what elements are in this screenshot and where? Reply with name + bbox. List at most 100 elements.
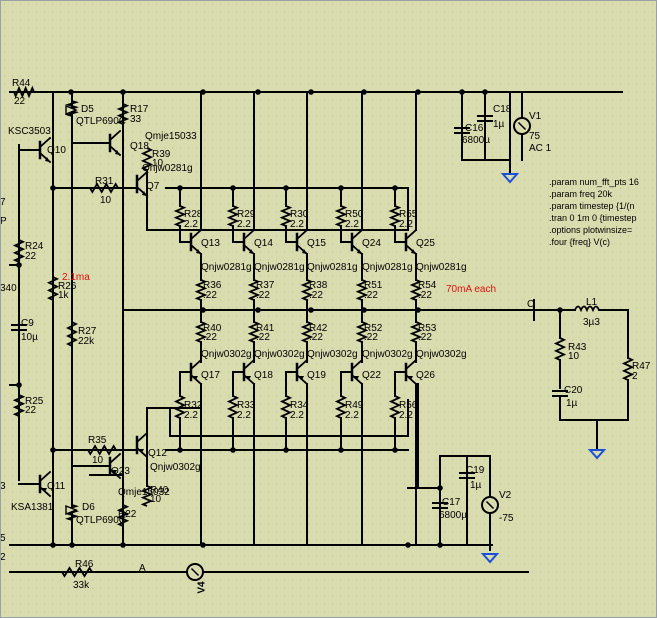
resistor-symbol	[46, 276, 60, 301]
output-upper-emitter-resistor-value: .22	[418, 290, 432, 301]
resistor-symbol	[64, 504, 80, 521]
d5-name: D5	[81, 104, 94, 115]
wire	[485, 500, 495, 510]
output-upper-emitter-resistor-name: R37	[256, 280, 275, 291]
r24-name: R24	[25, 241, 44, 252]
junction-dot	[338, 447, 344, 453]
junction-dot	[308, 89, 314, 95]
resistor-symbol	[116, 504, 130, 527]
directive-line: .four {freq} V(c)	[549, 237, 611, 247]
wire	[135, 170, 149, 183]
r44-value: 22	[14, 96, 26, 107]
resistor-symbol	[388, 205, 402, 227]
resistor-symbol	[226, 395, 240, 419]
r31-name: R31	[95, 176, 114, 187]
d6-name: D6	[82, 502, 95, 513]
output-upper-transistor-name: Q25	[416, 238, 435, 249]
output-lower-base-resistor-name: R56	[399, 400, 418, 411]
resistor-symbol	[226, 205, 240, 227]
output-upper-emitter-resistor-name: R54	[418, 280, 437, 291]
output-lower-transistor-name: Q19	[307, 370, 326, 381]
v1-name: V1	[529, 111, 542, 122]
bias-current-note: 2.1ma	[62, 272, 90, 283]
r46-name: R46	[75, 559, 94, 570]
wire	[242, 358, 256, 371]
r17-name: R17	[130, 104, 149, 115]
l1-value: 3µ3	[583, 317, 600, 328]
junction-dot	[392, 185, 398, 191]
resistor-symbol	[140, 485, 154, 507]
ground-symbol	[500, 173, 520, 184]
resistor-symbol	[409, 321, 423, 343]
junction-dot	[255, 89, 261, 95]
each-current-note: 70mA each	[446, 284, 497, 295]
emitter-arrow	[42, 488, 47, 492]
emitter-arrow	[246, 376, 251, 380]
inductor-symbol	[574, 305, 600, 313]
r24-value: 22	[25, 251, 37, 262]
output-upper-base-resistor-value: 2.2	[237, 219, 251, 230]
c18-value: 1µ	[493, 119, 505, 130]
r47-name: R47	[632, 361, 651, 372]
wire	[108, 452, 122, 465]
output-lower-emitter-resistor-value: .22	[364, 332, 378, 343]
resistor-symbol	[140, 147, 154, 171]
wire	[404, 228, 418, 241]
resistor-symbol	[247, 279, 261, 301]
output-lower-base-resistor-name: R32	[184, 400, 203, 411]
r31-value: 10	[100, 195, 112, 206]
edge-fragment: 5	[0, 533, 6, 544]
diode-symbol	[65, 104, 78, 116]
wire	[108, 129, 122, 142]
output-upper-base-resistor-name: R28	[184, 209, 203, 220]
q12-model: Qnjw0302g	[150, 462, 201, 473]
d6-model: QTLP690C	[76, 515, 127, 526]
r26-value: 1k	[58, 290, 69, 301]
c9-value: 10µ	[21, 332, 38, 343]
output-lower-emitter-resistor-name: R42	[309, 323, 328, 334]
emitter-arrow	[357, 249, 362, 254]
emitter-arrow	[45, 157, 50, 162]
resistor-symbol	[173, 205, 187, 227]
r44-name: R44	[12, 78, 31, 89]
output-upper-transistor-name: Q24	[362, 238, 381, 249]
resistor-symbol	[621, 357, 635, 381]
output-upper-transistor-name: Q13	[201, 238, 220, 249]
v1-ac: AC 1	[529, 143, 552, 154]
resistor-symbol	[12, 394, 26, 417]
output-lower-transistor-model: Qnjw0302g	[416, 349, 467, 360]
resistor-symbol	[89, 182, 119, 194]
resistor-symbol	[247, 321, 261, 343]
junction-dot	[230, 447, 236, 453]
junction-dot	[392, 447, 398, 453]
resistor-symbol	[13, 85, 35, 99]
resistor-symbol	[87, 444, 117, 456]
output-upper-emitter-resistor-name: R51	[364, 280, 383, 291]
directive-line: .param num_fft_pts 16	[549, 177, 639, 187]
output-upper-base-resistor-name: R50	[345, 209, 364, 220]
wire	[38, 136, 52, 149]
emitter-arrow	[139, 449, 144, 453]
q12-name: Q12	[148, 448, 167, 459]
junction-dot	[255, 307, 261, 313]
r17-value: 33	[130, 114, 142, 125]
resistor-symbol	[334, 205, 348, 227]
resistor-symbol	[334, 395, 348, 419]
output-lower-transistor-name: Q22	[362, 370, 381, 381]
q10-model: KSC3503	[8, 126, 51, 137]
output-upper-base-resistor-name: R29	[237, 209, 256, 220]
r26-name: R26	[58, 281, 77, 292]
emitter-arrow	[408, 376, 413, 380]
output-lower-transistor-model: Qnjw0302g	[307, 349, 358, 360]
r43-value: 10	[568, 351, 580, 362]
c19-name: C19	[466, 465, 485, 476]
directive-line: .options plotwinsize=	[549, 225, 633, 235]
output-upper-base-resistor-value: 2.2	[184, 219, 198, 230]
output-lower-base-resistor-value: 2.2	[290, 410, 304, 421]
junction-dot	[308, 307, 314, 313]
junction-dot	[230, 185, 236, 191]
r27-value: 22k	[78, 336, 95, 347]
resistor-symbol	[194, 321, 208, 343]
emitter-arrow	[411, 249, 416, 254]
